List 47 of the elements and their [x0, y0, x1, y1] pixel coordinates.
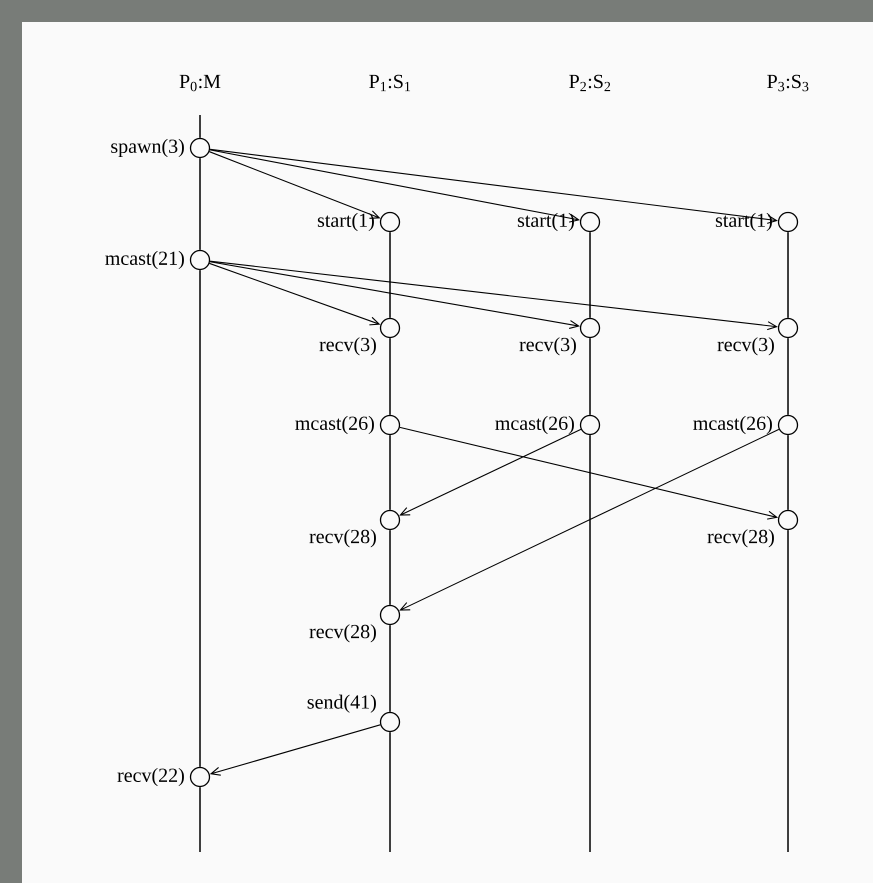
message-arrow [209, 151, 381, 219]
lane-heading: P$_{0}$:M [180, 74, 220, 92]
lifeline-segment [389, 435, 391, 510]
lifeline-segment [389, 732, 391, 852]
lifeline-segment [389, 232, 391, 318]
event-label: start(1) [518, 212, 574, 232]
event-label: mcast(26) [495, 416, 574, 434]
event-label: mcast(21) [105, 250, 184, 270]
lifeline-segment [787, 232, 789, 318]
lifeline-segment [199, 270, 201, 767]
message-arrow [209, 262, 380, 326]
event-label: start(1) [318, 212, 374, 232]
lane-heading: P$_{3}$:S$_{3}$ [767, 74, 808, 92]
lifeline-segment [589, 232, 591, 318]
lifeline-segment [589, 338, 591, 415]
lifeline-segment [389, 338, 391, 415]
message-arrow [210, 148, 778, 224]
lifeline-segment [389, 530, 391, 605]
lifeline-segment [199, 158, 201, 250]
lane-heading: P$_{1}$:S$_{1}$ [369, 74, 410, 92]
lifeline-segment [787, 530, 789, 852]
event-label: recv(28) [309, 624, 376, 642]
event-label: start(1) [716, 212, 772, 232]
lifeline-segment [199, 115, 201, 138]
event-label: send(41) [308, 694, 376, 713]
message-arrow [399, 428, 780, 611]
event-label: recv(28) [309, 529, 376, 548]
message-arrow [400, 426, 778, 520]
event-label: recv(3) [717, 337, 774, 356]
lifeline-segment [589, 435, 591, 852]
event-label: recv(28) [707, 529, 774, 548]
message-arrow [210, 261, 580, 329]
message-arrow [210, 724, 380, 776]
lifeline-segment [389, 625, 391, 712]
message-arrow [210, 149, 580, 223]
message-arrow [210, 260, 778, 330]
lifeline-segment [787, 435, 789, 510]
event-label: recv(22) [117, 768, 184, 786]
message-arrow [399, 428, 582, 516]
event-label: mcast(26) [693, 416, 772, 434]
event-label: spawn(3) [111, 138, 184, 158]
event-label: recv(3) [319, 337, 376, 356]
lifeline-segment [787, 338, 789, 415]
lane-heading: P$_{2}$:S$_{2}$ [569, 74, 610, 92]
lifeline-segment [199, 787, 201, 852]
event-label: mcast(26) [295, 416, 374, 434]
event-label: recv(3) [519, 337, 576, 356]
